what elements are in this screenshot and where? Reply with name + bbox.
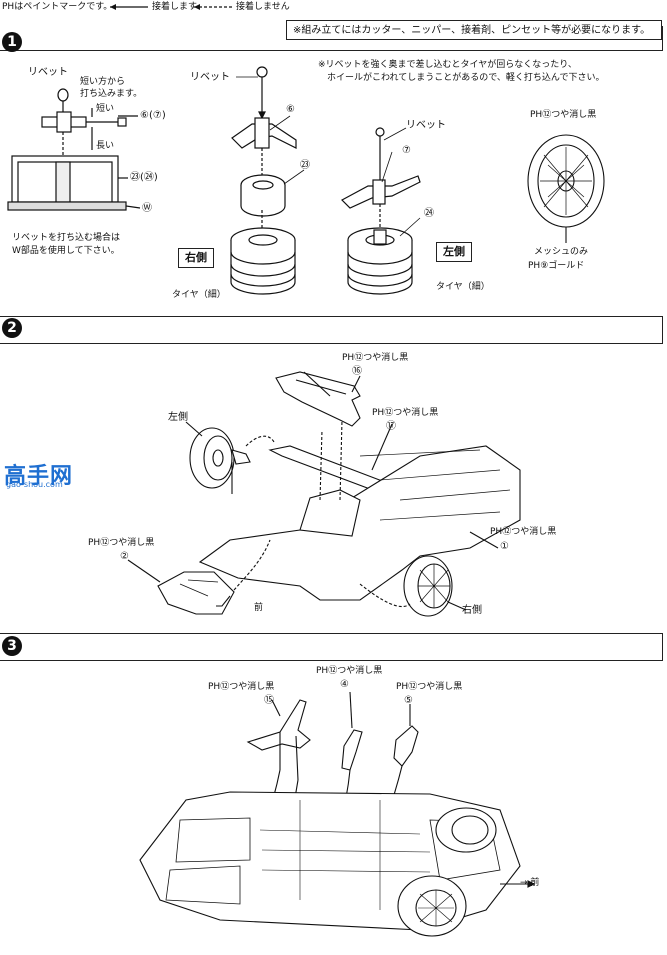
step-1-number: 1 (2, 32, 22, 52)
step2-part-2-label: ② (120, 551, 129, 562)
long-label: 長い (96, 141, 115, 151)
rivet-insertion-diagram (7, 88, 141, 211)
short-label: 短い (96, 104, 115, 114)
watermark-logo-text: 高手网 (4, 464, 74, 489)
paint-mark-note: PHはペイントマークです。 (2, 2, 113, 12)
step3-paint-15-label: PH⑫つや消し黒 (208, 682, 275, 692)
step2-front-label: 前 (254, 603, 264, 613)
step2-right-side-label: 右側 (462, 605, 482, 616)
mesh-only-label: メッシュのみ (534, 247, 589, 257)
step-3-number: 3 (2, 636, 22, 656)
step2-part-1-label: ① (500, 541, 509, 552)
step3-part-5-label: ⑤ (404, 695, 413, 706)
glue-arrow-icon (110, 4, 148, 10)
step-1-bar (0, 26, 663, 51)
part-6-label: ⑥ (286, 104, 295, 115)
watermark-url: gao-shou.com (6, 480, 63, 489)
step2-paint-2-label: PH⑫つや消し黒 (88, 538, 155, 548)
no-glue-arrow-icon (194, 4, 232, 10)
step2-left-side-label: 左側 (168, 412, 188, 423)
step3-paint-5-label: PH⑫つや消し黒 (396, 682, 463, 692)
tire-narrow-label: タイヤ（細） (436, 282, 490, 292)
step-1-drawing (7, 66, 605, 295)
step2-paint-16-label: PH⑫つや消し黒 (342, 353, 409, 363)
step-3-bar (0, 633, 663, 661)
step3-front-label: → 前 (520, 878, 540, 888)
part-24-label: ㉔ (424, 208, 434, 219)
step3-paint-4-label: PH⑫つや消し黒 (316, 666, 383, 676)
step2-paint-1-label: PH⑫つや消し黒 (490, 527, 557, 537)
step2-paint-17-label: PH⑫つや消し黒 (372, 408, 439, 418)
step2-part-16-label: ⑯ (352, 366, 362, 377)
part-6-7-label: ⑥(⑦) (140, 110, 166, 121)
mesh-paint-black-label: PH⑫つや消し黒 (530, 110, 597, 120)
step-2-bar (0, 316, 663, 344)
rivet-center-label: リベット (190, 72, 230, 83)
left-side-tag: 左側 (436, 242, 472, 262)
right-side-tag: 右側 (178, 248, 214, 268)
step3-part-4-label: ④ (340, 679, 349, 690)
part-7-label: ⑦ (402, 145, 411, 156)
mesh-gold-label: PH⑨ゴールド (528, 261, 585, 271)
rivet-w-note: リベットを打ち込む場合は W部品を使用して下さい。 (12, 233, 121, 256)
step3-part-15-label: ⑮ (264, 695, 274, 706)
right-wheel-assembly (230, 66, 297, 295)
part-23-24-label: ㉓(㉔) (130, 172, 158, 183)
rivet-label: リベット (28, 67, 68, 78)
part-w-label: Ⓦ (142, 203, 152, 214)
site-watermark: 高手网 gao-shou.com (0, 458, 78, 489)
mesh-wheel-illustration (527, 134, 605, 243)
short-side-note: 短い方から 打ち込みます。 (80, 77, 143, 99)
left-wheel-assembly (341, 127, 421, 295)
step-2-number: 2 (2, 318, 22, 338)
glue-label: 接着します (152, 2, 198, 12)
tire-wide-label: タイヤ（細） (172, 290, 226, 300)
part-23-label: ㉓ (300, 160, 310, 171)
tools-note: ※組み立てにはカッター、ニッパー、接着剤、ピンセット等が必要になります。 (286, 20, 662, 40)
rivet-right-label: リベット (406, 120, 446, 131)
no-glue-label: 接着しません (236, 2, 290, 12)
rivet-warning-note: ※リベットを強く奥まで差し込むとタイヤが回らなくなったり、 ホイールがこわれてし… (318, 60, 605, 83)
step2-part-17-label: ⑰ (386, 421, 396, 432)
